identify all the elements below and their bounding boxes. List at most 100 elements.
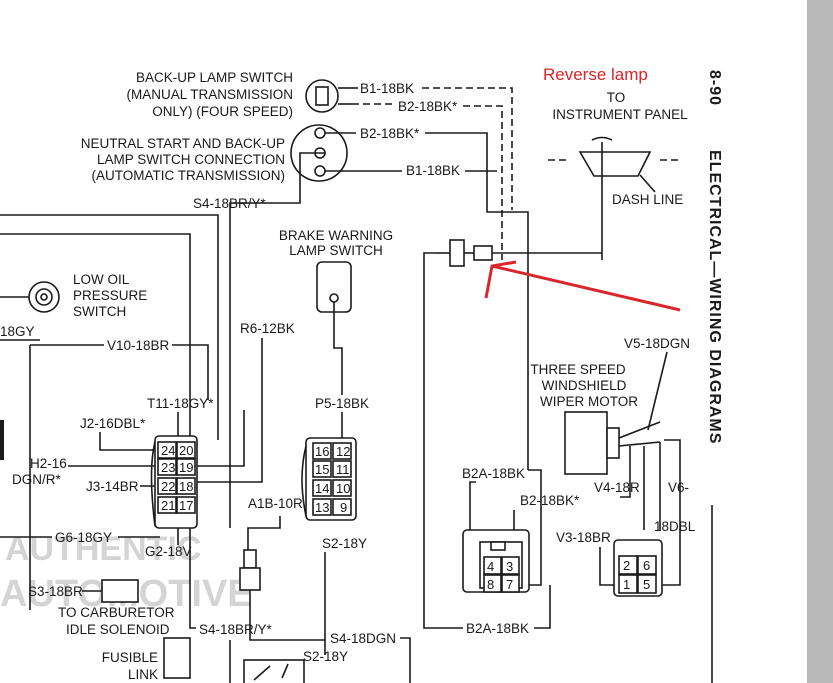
pin-20: 20 xyxy=(179,443,193,458)
fusible-link-line-2: LINK xyxy=(128,667,158,682)
wire-label-v6-a: V6- xyxy=(668,480,689,495)
mid-connector-block: 16 12 15 11 14 10 13 9 xyxy=(301,437,357,521)
backup-switch-line-3: ONLY) (FOUR SPEED) xyxy=(152,104,293,119)
section-title: ELECTRICAL—WIRING DIAGRAMS xyxy=(706,150,723,444)
wiper-motor-line-1: THREE SPEED xyxy=(530,362,626,377)
pin-9: 9 xyxy=(340,500,347,515)
wire-label-v5: V5-18DGN xyxy=(624,336,690,351)
wire-label-s3: S3-18BR xyxy=(28,584,83,599)
instrument-panel-line-1: TO xyxy=(607,90,626,105)
pin-5: 5 xyxy=(643,577,650,592)
wire-label-v6-b: 18DBL xyxy=(654,519,696,534)
pin-21: 21 xyxy=(161,498,175,513)
wire-label-s4-dgn: S4-18DGN xyxy=(330,631,396,646)
brake-switch-line-2: LAMP SWITCH xyxy=(289,243,383,258)
pin-15: 15 xyxy=(315,462,329,477)
instrument-panel-line-2: INSTRUMENT PANEL xyxy=(552,107,688,122)
wire-label-b2a-bottom: B2A-18BK xyxy=(466,621,529,636)
wiper-connector: 2 6 1 5 xyxy=(613,539,663,597)
neutral-switch-line-3: (AUTOMATIC TRANSMISSION) xyxy=(91,168,285,183)
pin-23: 23 xyxy=(161,460,175,475)
wire-label-s2-bottom: S2-18Y xyxy=(303,649,348,664)
wiper-motor-line-2: WINDSHIELD xyxy=(542,378,627,393)
dash-line-label: DASH LINE xyxy=(612,192,683,207)
neutral-switch-line-2: LAMP SWITCH CONNECTION xyxy=(97,152,285,167)
fusible-link-symbol xyxy=(163,637,191,679)
wiper-motor-line-3: WIPER MOTOR xyxy=(540,394,638,409)
carburetor-connector xyxy=(101,579,139,603)
reverse-lamp-annotation: Reverse lamp xyxy=(543,65,648,84)
bottom-component xyxy=(243,659,305,683)
fusible-link-line-1: FUSIBLE xyxy=(102,650,158,665)
wire-label-s4-bottom: S4-18BR/Y* xyxy=(199,622,273,637)
oil-switch-line-1: LOW OIL xyxy=(73,272,130,287)
wire-label-g6: G6-18GY xyxy=(55,530,112,545)
low-oil-switch-symbol xyxy=(28,281,60,313)
carburetor-label: TO CARBURETOR IDLE SOLENOID xyxy=(58,605,175,637)
left-edge-component xyxy=(0,420,4,460)
wire-label-v10: V10-18BR xyxy=(107,338,170,353)
pin-12: 12 xyxy=(336,444,350,459)
pin-16: 16 xyxy=(315,444,329,459)
oil-switch-line-3: SWITCH xyxy=(73,304,126,319)
pin-19: 19 xyxy=(179,460,193,475)
fusible-link-label: FUSIBLE LINK xyxy=(102,650,158,682)
low-oil-switch-label: LOW OIL PRESSURE SWITCH xyxy=(73,272,147,319)
wire-label-g2: G2-18V xyxy=(145,544,192,559)
wire-label-h2-b: DGN/R* xyxy=(12,472,61,487)
brake-switch-label: BRAKE WARNING LAMP SWITCH xyxy=(279,228,393,258)
neutral-switch-label: NEUTRAL START AND BACK-UP LAMP SWITCH CO… xyxy=(81,136,285,183)
neutral-switch-line-1: NEUTRAL START AND BACK-UP xyxy=(81,136,285,151)
pin-2: 2 xyxy=(623,558,630,573)
page-number: 8-90 xyxy=(706,70,723,106)
pin-11: 11 xyxy=(336,462,350,477)
pin-4: 4 xyxy=(487,559,494,574)
wire-label-j3: J3-14BR xyxy=(86,479,139,494)
wire-label-v4: V4-18R xyxy=(594,480,640,495)
wire-label-t11: T11-18GY* xyxy=(147,396,214,411)
pin-8: 8 xyxy=(487,577,494,592)
pin-14: 14 xyxy=(315,481,329,496)
pin-3: 3 xyxy=(506,559,513,574)
backup-switch-line-1: BACK-UP LAMP SWITCH xyxy=(136,70,293,85)
backup-connector: 4 3 8 7 xyxy=(462,529,530,593)
instrument-panel-label: TO INSTRUMENT PANEL xyxy=(552,90,688,122)
dash-connector xyxy=(548,136,680,260)
pin-17: 17 xyxy=(179,498,193,513)
wire-label-s4-top: S4-18BR/Y* xyxy=(193,196,267,211)
page-margin xyxy=(807,0,833,683)
carburetor-line-2: IDLE SOLENOID xyxy=(66,622,170,637)
brake-switch-line-1: BRAKE WARNING xyxy=(279,228,393,243)
pin-24: 24 xyxy=(161,443,175,458)
wire-label-j2: J2-16DBL* xyxy=(80,416,146,431)
wire-label-b2-right: B2-18BK* xyxy=(520,493,580,508)
wire-label-18gy: 18GY xyxy=(0,324,35,339)
inline-connector xyxy=(239,549,261,600)
pin-1: 1 xyxy=(623,577,630,592)
carburetor-line-1: TO CARBURETOR xyxy=(58,605,175,620)
wire-label-a1b: A1B-10R xyxy=(248,496,303,511)
pin-22: 22 xyxy=(161,479,175,494)
wire-label-b1-neutral: B1-18BK xyxy=(406,163,460,178)
left-connector-block: 24 20 23 19 22 18 21 17 xyxy=(150,435,198,529)
wire-label-p5: P5-18BK xyxy=(315,396,369,411)
wiper-motor-symbol xyxy=(564,411,661,475)
backup-lamp-switch-symbol xyxy=(305,79,352,113)
pin-7: 7 xyxy=(506,577,513,592)
oil-switch-line-2: PRESSURE xyxy=(73,288,147,303)
pin-13: 13 xyxy=(315,500,329,515)
wire-label-h2-a: H2-16 xyxy=(30,456,67,471)
pin-18: 18 xyxy=(179,479,193,494)
reverse-lamp-connector xyxy=(436,239,602,267)
wire-label-r6: R6-12BK xyxy=(240,321,295,336)
reverse-lamp-arrow xyxy=(484,260,681,312)
wire-label-b1-top: B1-18BK xyxy=(360,81,414,96)
pin-6: 6 xyxy=(643,558,650,573)
backup-switch-line-2: (MANUAL TRANSMISSION xyxy=(126,87,293,102)
wire-label-s2-mid: S2-18Y xyxy=(322,536,367,551)
wire-label-b2-neutral: B2-18BK* xyxy=(360,126,420,141)
wire-label-v3: V3-18BR xyxy=(556,530,611,545)
pin-10: 10 xyxy=(336,481,350,496)
wire-label-b2a-top: B2A-18BK xyxy=(462,466,525,481)
